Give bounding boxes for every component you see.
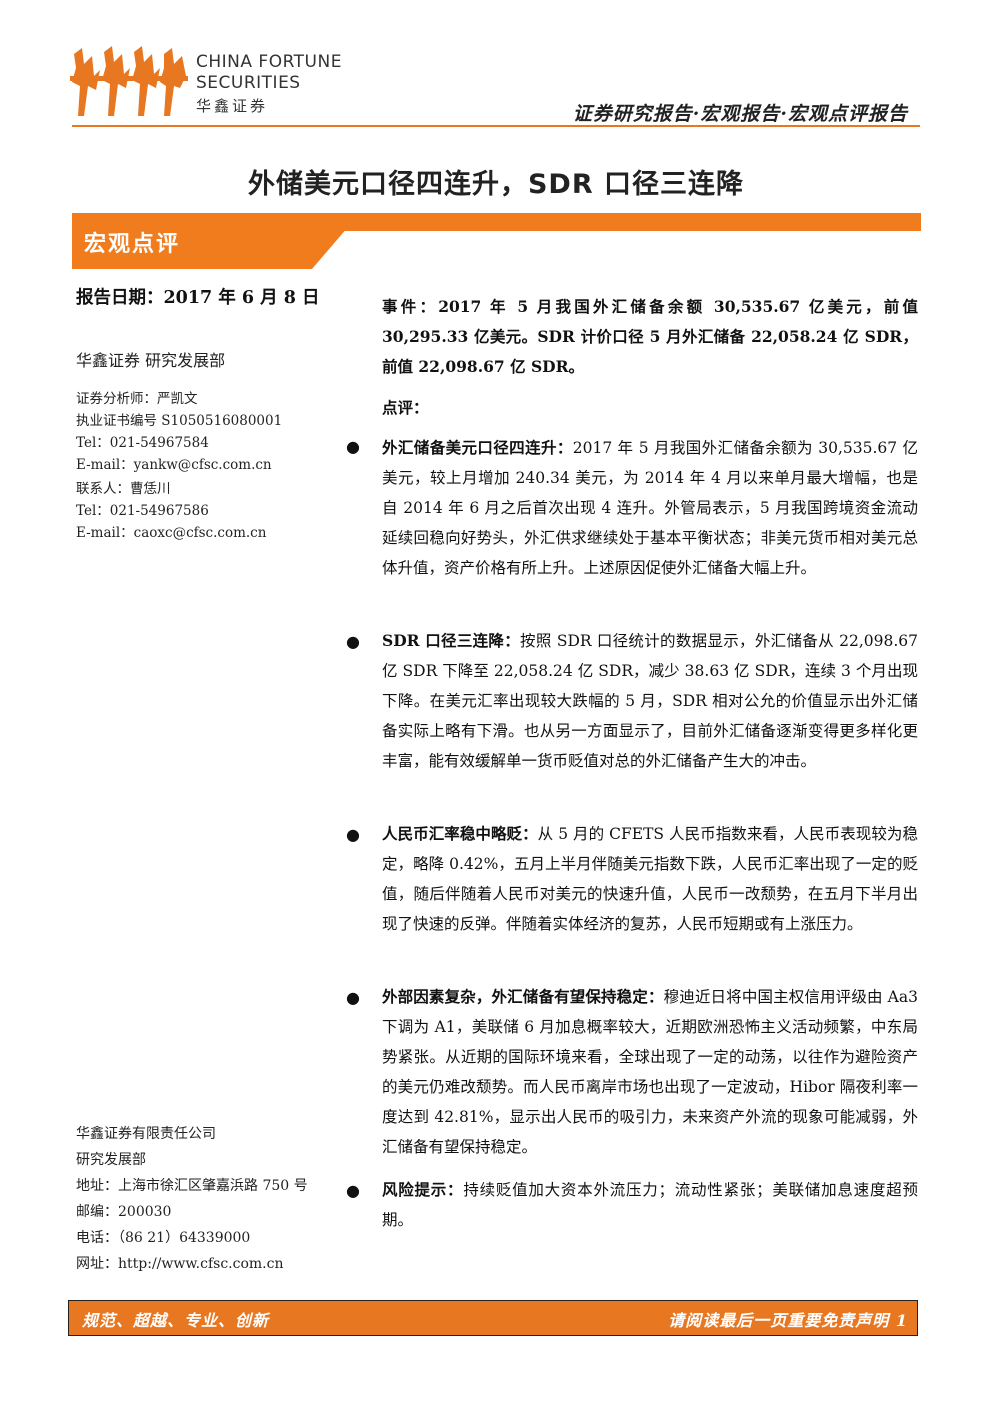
header-divider bbox=[72, 125, 920, 127]
bullet-text: 持续贬值加大资本外流压力；流动性紧张；美联储加息速度超预期。 bbox=[382, 1181, 918, 1229]
logo-chinese-name: 华鑫证券 bbox=[196, 97, 269, 115]
company-info: 华鑫证券有限责任公司 研究发展部 地址：上海市徐汇区肇嘉浜路 750 号 邮编：… bbox=[76, 1121, 336, 1277]
bullet-text: 从 5 月的 CFETS 人民币指数来看，人民币表现较为稳定，略降 0.42%，… bbox=[382, 825, 918, 933]
comment-label: 点评： bbox=[382, 398, 429, 417]
bullet-heading: 外部因素复杂，外汇储备有望保持稳定： bbox=[382, 987, 664, 1006]
company-dept: 研究发展部 bbox=[76, 1152, 146, 1168]
company-postcode: 邮编：200030 bbox=[76, 1204, 172, 1220]
company-website: 网址：http://www.cfsc.com.cn bbox=[76, 1256, 284, 1272]
analyst-license: 执业证书编号 S1050516080001 bbox=[76, 413, 283, 429]
analyst-name: 证券分析师：严凯文 bbox=[76, 391, 198, 407]
bullet-heading: 外汇储备美元口径四连升： bbox=[382, 438, 573, 457]
contact-tel: Tel：021-54967586 bbox=[76, 503, 209, 519]
section-label: 宏观点评 bbox=[84, 232, 181, 257]
section-banner-tab bbox=[72, 213, 360, 269]
bullet-heading: 人民币汇率稳中略贬： bbox=[382, 824, 538, 843]
bullet-text: 穆迪近日将中国主权信用评级由 Aa3 下调为 A1，美联储 6 月加息概率较大，… bbox=[382, 988, 918, 1156]
footer-slogan: 规范、超越、专业、创新 bbox=[82, 1311, 270, 1330]
report-category-tagline: 证券研究报告·宏观报告·宏观点评报告 bbox=[572, 103, 908, 125]
logo-english-name: CHINA FORTUNE SECURITIES bbox=[196, 52, 342, 94]
bullet-paragraph-3: 人民币汇率稳中略贬：从 5 月的 CFETS 人民币指数来看，人民币表现较为稳定… bbox=[382, 819, 918, 939]
bullet-heading: SDR 口径三连降： bbox=[382, 631, 521, 650]
bullet-icon: ● bbox=[346, 825, 360, 844]
bullet-icon: ● bbox=[346, 988, 360, 1007]
contact-email: E-mail：caoxc@cfsc.com.cn bbox=[76, 525, 267, 541]
footer-disclaimer-link[interactable]: 请阅读最后一页重要免责声明 1 bbox=[668, 1311, 908, 1330]
logo-line-2: SECURITIES bbox=[196, 73, 301, 93]
analyst-email: E-mail：yankw@cfsc.com.cn bbox=[76, 457, 272, 473]
bullet-paragraph-1: 外汇储备美元口径四连升：2017 年 5 月我国外汇储备余额为 30,535.6… bbox=[382, 433, 918, 583]
contact-name: 联系人：曹恁川 bbox=[76, 481, 171, 497]
event-paragraph: 事件：2017 年 5 月我国外汇储备余额 30,535.67 亿美元，前值 3… bbox=[382, 292, 918, 382]
event-text: 2017 年 5 月我国外汇储备余额 30,535.67 亿美元，前值 30,2… bbox=[382, 297, 918, 376]
bullet-heading: 风险提示： bbox=[382, 1180, 464, 1199]
bullet-text: 2017 年 5 月我国外汇储备余额为 30,535.67 亿美元，较上月增加 … bbox=[382, 439, 918, 577]
bullet-icon: ● bbox=[346, 1181, 360, 1200]
contact-info: 联系人：曹恁川 Tel：021-54967586 E-mail：caoxc@cf… bbox=[76, 478, 336, 544]
logo-line-1: CHINA FORTUNE bbox=[196, 52, 342, 72]
department: 华鑫证券 研究发展部 bbox=[76, 351, 226, 370]
event-label: 事件： bbox=[382, 297, 439, 316]
bullet-paragraph-2: SDR 口径三连降：按照 SDR 口径统计的数据显示，外汇储备从 22,098.… bbox=[382, 626, 918, 776]
bullet-text: 按照 SDR 口径统计的数据显示，外汇储备从 22,098.67 亿 SDR 下… bbox=[382, 632, 918, 770]
company-address: 地址：上海市徐汇区肇嘉浜路 750 号 bbox=[76, 1178, 308, 1194]
analyst-info: 证券分析师：严凯文 执业证书编号 S1050516080001 Tel：021-… bbox=[76, 388, 336, 476]
company-logo-icon bbox=[70, 46, 188, 116]
bullet-icon: ● bbox=[346, 632, 360, 651]
report-date: 报告日期：2017 年 6 月 8 日 bbox=[76, 288, 320, 308]
document-title: 外储美元口径四连升，SDR 口径三连降 bbox=[247, 169, 745, 200]
company-phone: 电话：（86 21）64339000 bbox=[76, 1230, 251, 1246]
footer-bar bbox=[68, 1300, 918, 1336]
analyst-tel: Tel：021-54967584 bbox=[76, 435, 209, 451]
bullet-icon: ● bbox=[346, 437, 360, 456]
bullet-paragraph-4: 外部因素复杂，外汇储备有望保持稳定：穆迪近日将中国主权信用评级由 Aa3 下调为… bbox=[382, 982, 918, 1162]
bullet-paragraph-5: 风险提示：持续贬值加大资本外流压力；流动性紧张；美联储加息速度超预期。 bbox=[382, 1175, 918, 1235]
company-name: 华鑫证券有限责任公司 bbox=[76, 1126, 216, 1142]
